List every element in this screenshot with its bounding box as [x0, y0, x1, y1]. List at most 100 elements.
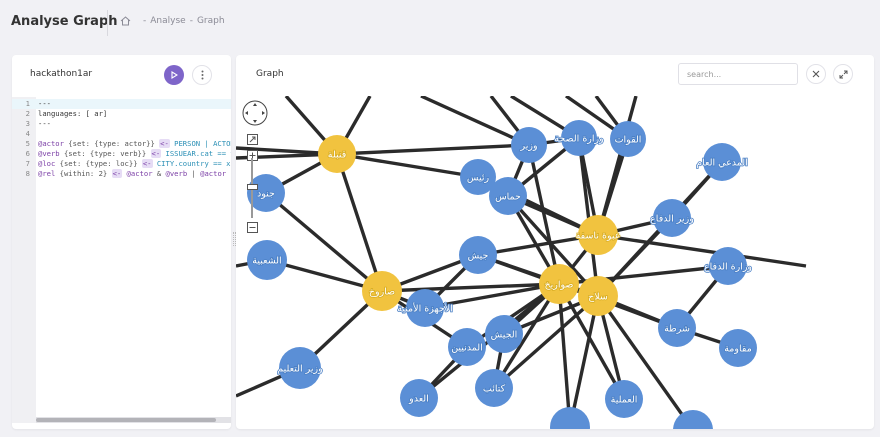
- node-label: عبوة ناسفة: [576, 231, 621, 242]
- graph-node-katayib[interactable]: كتائب: [475, 369, 513, 407]
- node-label: الشعبية: [252, 256, 281, 267]
- graph-node-amaliya[interactable]: العملية: [605, 380, 643, 418]
- graph-node-shaabiya[interactable]: الشعبية: [247, 240, 287, 280]
- graph-edge: [492, 294, 600, 390]
- node-circle[interactable]: [485, 315, 523, 353]
- line-number: 8: [25, 169, 30, 178]
- graph-node-sawarikh2[interactable]: صواريخ: [539, 264, 579, 304]
- node-label: المدعي العام: [696, 158, 748, 169]
- zoom-slider-handle[interactable]: [247, 175, 258, 194]
- node-circle[interactable]: [561, 120, 597, 156]
- graph-edge: [557, 283, 626, 400]
- code-token: languages: [ ar]: [38, 109, 108, 118]
- node-circle[interactable]: [448, 328, 486, 366]
- node-circle[interactable]: [610, 121, 646, 157]
- pan-control[interactable]: [242, 100, 268, 130]
- graph-node-wazir[interactable]: وزير: [511, 127, 547, 163]
- node-circle[interactable]: [279, 347, 321, 389]
- graph-edge: [381, 282, 560, 293]
- code-line[interactable]: 4: [12, 129, 231, 139]
- node-circle[interactable]: [658, 309, 696, 347]
- node-circle[interactable]: [247, 240, 287, 280]
- panel-resize-handle[interactable]: [233, 232, 236, 246]
- fullscreen-button[interactable]: [833, 64, 853, 84]
- query-name: hackathon1ar: [30, 69, 93, 79]
- graph-node-abwa[interactable]: عبوة ناسفة: [575, 215, 621, 255]
- code-line[interactable]: 5@actor {set: {type: actor}} <- PERSON |…: [12, 139, 231, 149]
- breadcrumb-analyse[interactable]: Analyse: [150, 16, 186, 26]
- graph-edge: [527, 144, 561, 285]
- code-line[interactable]: 1---: [12, 99, 231, 109]
- code-token: @actor: [200, 169, 227, 178]
- graph-node-ajhiza[interactable]: الأجهزة الأمنية: [396, 289, 454, 327]
- graph-node-partial1[interactable]: [550, 407, 590, 429]
- code-token: |: [187, 169, 201, 178]
- node-label: القوات: [615, 135, 642, 146]
- node-circle[interactable]: [459, 236, 497, 274]
- graph-node-aduw[interactable]: العدو: [400, 379, 438, 417]
- code-line[interactable]: 6@verb {set: {type: verb}} <- ISSUEAR.ca…: [12, 149, 231, 159]
- reset-zoom-button[interactable]: [247, 130, 258, 149]
- node-circle[interactable]: [550, 407, 590, 429]
- node-circle[interactable]: [247, 174, 285, 212]
- graph-node-hamas[interactable]: حماس: [489, 177, 527, 215]
- home-icon[interactable]: [120, 16, 131, 26]
- node-circle[interactable]: [709, 247, 747, 285]
- code-line[interactable]: 3---: [12, 119, 231, 129]
- expand-icon: [839, 70, 847, 78]
- graph-node-silah[interactable]: سلاح: [578, 276, 618, 316]
- code-token: @actor: [38, 139, 64, 148]
- graph-node-jaysh[interactable]: جيش: [459, 236, 497, 274]
- graph-node-shurta[interactable]: شرطة: [658, 309, 696, 347]
- close-button[interactable]: [806, 64, 826, 84]
- graph-node-wazirtalim[interactable]: وزير التعليم: [276, 347, 324, 389]
- zoom-out-button[interactable]: [247, 218, 258, 237]
- node-circle[interactable]: [578, 215, 618, 255]
- scrollbar-thumb[interactable]: [36, 418, 216, 422]
- graph-node-madaniyin[interactable]: المدنيين: [448, 328, 486, 366]
- graph-node-quwwat[interactable]: القوات: [610, 121, 646, 157]
- code-line[interactable]: 8@rel {within: 2} <- @actor & @verb | @a…: [12, 169, 231, 179]
- run-button[interactable]: [164, 65, 184, 85]
- node-label: كتائب: [483, 384, 506, 395]
- node-circle[interactable]: [406, 289, 444, 327]
- node-circle[interactable]: [460, 159, 496, 195]
- node-circle[interactable]: [539, 264, 579, 304]
- page-title: Analyse Graph: [11, 14, 118, 29]
- code-line[interactable]: 7@loc {set: {type: loc}} <- CITY.country…: [12, 159, 231, 169]
- graph-node-aljaysh[interactable]: الجيش: [485, 315, 523, 353]
- graph-node-partial2[interactable]: [673, 410, 713, 429]
- graph-edge: [336, 143, 530, 156]
- node-circle[interactable]: [673, 410, 713, 429]
- graph-edge: [568, 295, 600, 428]
- node-circle[interactable]: [703, 143, 741, 181]
- horizontal-scrollbar[interactable]: [36, 417, 231, 423]
- graph-node-junud[interactable]: جنود: [247, 174, 285, 212]
- node-circle[interactable]: [653, 199, 691, 237]
- graph-node-wazirdifa[interactable]: وزير الدفاع: [649, 199, 695, 237]
- node-circle[interactable]: [318, 135, 356, 173]
- node-circle[interactable]: [511, 127, 547, 163]
- graph-node-rais[interactable]: رئيس: [460, 159, 496, 195]
- node-circle[interactable]: [475, 369, 513, 407]
- graph-node-sihha[interactable]: وزارة الصحة: [553, 120, 605, 156]
- graph-search-input[interactable]: [678, 63, 798, 85]
- graph-node-qunbula[interactable]: قنبلة: [318, 135, 356, 173]
- node-circle[interactable]: [719, 329, 757, 367]
- node-circle[interactable]: [489, 177, 527, 215]
- code-token: ---: [38, 99, 51, 108]
- node-circle[interactable]: [578, 276, 618, 316]
- node-circle[interactable]: [605, 380, 643, 418]
- more-options-button[interactable]: [192, 65, 212, 85]
- graph-node-mudda[interactable]: المدعي العام: [695, 143, 749, 181]
- graph-node-muqawama[interactable]: مقاومة: [719, 329, 757, 367]
- node-circle[interactable]: [400, 379, 438, 417]
- graph-node-sawarikh[interactable]: صاروخ: [362, 271, 402, 311]
- node-circle[interactable]: [362, 271, 402, 311]
- graph-node-wizaradifa[interactable]: وزارة الدفاع: [703, 247, 753, 285]
